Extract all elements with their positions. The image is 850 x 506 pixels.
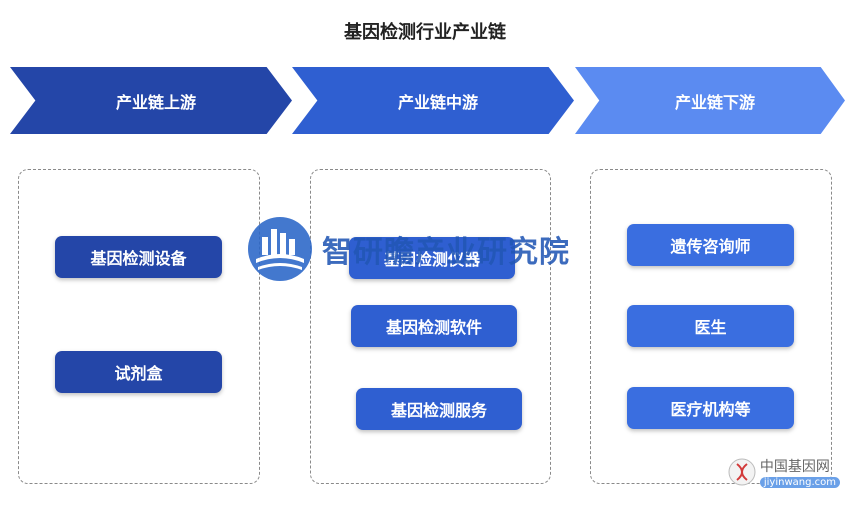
stage-midstream-label: 产业链中游 [397,92,478,112]
site-logo-cn: 中国基因网 [759,459,830,475]
node-midstream-1: 基因检测仪器 [349,237,515,279]
stage-midstream-header: 产业链中游 [292,67,574,134]
node-midstream-2: 基因检测软件 [351,305,517,347]
watermark-text: 智研瞻产业研究院 [322,235,570,270]
diagram-title: 基因检测行业产业链 [344,22,506,43]
stage-downstream-header: 产业链下游 [575,67,845,134]
site-logo: 中国基因网 jiyinwang.com [728,456,840,488]
dna-icon [728,458,756,486]
node-downstream-1: 遗传咨询师 [627,224,794,266]
downstream-panel: 遗传咨询师 医生 医疗机构等 [590,169,832,484]
site-logo-en: jiyinwang.com [759,477,840,488]
node-downstream-3: 医疗机构等 [627,387,794,429]
watermark: 智研瞻产业研究院 [246,214,570,284]
midstream-panel: 基因检测仪器 基因检测软件 基因检测服务 [310,169,551,484]
upstream-panel: 基因检测设备 试剂盒 [18,169,260,484]
node-midstream-3: 基因检测服务 [356,388,522,430]
stage-downstream-label: 产业链下游 [674,92,755,112]
node-downstream-2: 医生 [627,305,794,347]
watermark-logo-icon [248,217,312,281]
node-upstream-2: 试剂盒 [55,351,222,393]
node-upstream-1: 基因检测设备 [55,236,222,278]
stage-upstream-label: 产业链上游 [115,92,196,112]
stage-upstream-header: 产业链上游 [10,67,292,134]
